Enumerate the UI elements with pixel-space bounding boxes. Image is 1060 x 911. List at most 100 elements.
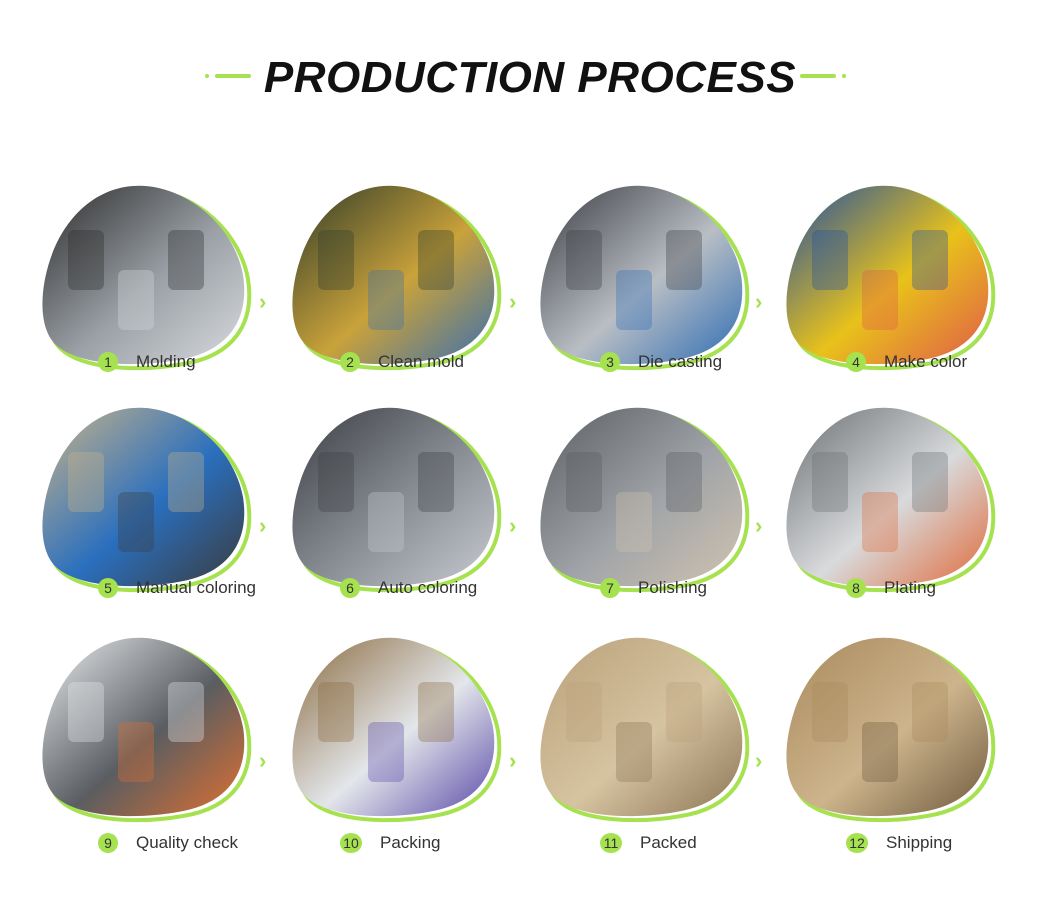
step-label: Plating — [884, 578, 936, 597]
step-label: Packing — [380, 833, 441, 852]
step-label: Die casting — [638, 352, 723, 371]
photo-detail — [318, 452, 354, 512]
photo-detail — [912, 452, 948, 512]
molding-photo — [42, 185, 252, 371]
step-caption: 7 Polishing — [600, 576, 840, 600]
photo-detail — [418, 230, 454, 290]
chevron-right-icon: › — [755, 748, 763, 773]
step-number-badge: 1 — [98, 352, 118, 372]
title-decoration-right — [800, 74, 846, 78]
photo-shape — [42, 637, 245, 817]
photo-detail — [68, 452, 104, 512]
step-label: Molding — [136, 352, 196, 371]
photo-shape — [786, 637, 989, 817]
photo-detail — [566, 682, 602, 742]
polishing-photo — [540, 407, 750, 593]
step-label: Polishing — [638, 578, 707, 597]
chevron-right-icon: › — [259, 289, 267, 314]
step-caption: 9 Quality check — [98, 831, 338, 855]
step-number-badge: 7 — [600, 578, 620, 598]
photo-shape — [292, 407, 495, 587]
step-label: Manual coloring — [136, 578, 257, 597]
photo-detail — [812, 452, 848, 512]
process-step — [288, 402, 502, 593]
photo-shape — [540, 637, 743, 817]
photo-detail — [318, 230, 354, 290]
chevron-right-icon: › — [509, 513, 517, 538]
process-step — [536, 402, 750, 593]
photo-detail — [168, 230, 204, 290]
step-caption: 1 Molding — [98, 350, 338, 374]
photo-detail — [318, 682, 354, 742]
photo-shape — [42, 407, 245, 587]
photo-detail — [912, 230, 948, 290]
plating-photo — [786, 407, 996, 593]
photo-shape — [292, 637, 495, 817]
photo-detail — [666, 682, 702, 742]
photo-shape — [786, 185, 989, 365]
step-caption: 8 Plating — [846, 576, 1060, 600]
die-casting-photo — [540, 185, 750, 371]
photo-detail — [616, 270, 652, 330]
step-number-badge: 6 — [340, 578, 360, 598]
process-step — [782, 180, 996, 371]
step-label: Shipping — [886, 833, 953, 852]
packed-photo — [540, 637, 750, 823]
photo-detail — [812, 682, 848, 742]
quality-check-photo — [42, 637, 252, 823]
step-label: Quality check — [136, 833, 239, 852]
photo-shape — [540, 185, 743, 365]
photo-detail — [68, 230, 104, 290]
photo-detail — [368, 492, 404, 552]
step-number-badge: 3 — [600, 352, 620, 372]
step-label: Clean mold — [378, 352, 464, 371]
process-step — [288, 632, 502, 823]
chevron-right-icon: › — [259, 748, 267, 773]
photo-detail — [666, 452, 702, 512]
photo-detail — [566, 452, 602, 512]
process-step — [288, 180, 502, 371]
process-step — [536, 180, 750, 371]
photo-shape — [540, 407, 743, 587]
step-label: Packed — [640, 833, 697, 852]
photo-detail — [168, 682, 204, 742]
process-step — [536, 632, 750, 823]
page-title: PRODUCTION PROCESS — [263, 53, 797, 102]
photo-detail — [118, 492, 154, 552]
chevron-right-icon: › — [509, 289, 517, 314]
make-color-photo — [786, 185, 996, 371]
step-label: Auto coloring — [378, 578, 478, 597]
photo-detail — [418, 682, 454, 742]
chevron-right-icon: › — [259, 513, 267, 538]
step-caption: 11 Packed — [600, 831, 840, 855]
shipping-photo — [786, 637, 996, 823]
photo-shape — [42, 185, 245, 365]
photo-detail — [666, 230, 702, 290]
photo-detail — [118, 270, 154, 330]
step-number-badge: 8 — [846, 578, 866, 598]
photo-detail — [68, 682, 104, 742]
manual-coloring-photo — [42, 407, 252, 593]
process-step — [38, 632, 252, 823]
photo-detail — [168, 452, 204, 512]
photo-detail — [862, 722, 898, 782]
chevron-right-icon: › — [755, 513, 763, 538]
step-caption: 3 Die casting — [600, 350, 840, 374]
photo-detail — [862, 492, 898, 552]
step-number-badge: 9 — [98, 833, 118, 853]
process-step — [782, 632, 996, 823]
auto-coloring-photo — [292, 407, 502, 593]
chevron-right-icon: › — [509, 748, 517, 773]
step-number-badge: 11 — [600, 833, 622, 853]
chevron-right-icon: › — [755, 289, 763, 314]
step-caption: 12 Shipping — [846, 831, 1060, 855]
photo-detail — [862, 270, 898, 330]
step-label: Make color — [884, 352, 968, 371]
photo-detail — [418, 452, 454, 512]
step-caption: 6 Auto coloring — [340, 576, 580, 600]
step-number-badge: 12 — [846, 833, 868, 853]
